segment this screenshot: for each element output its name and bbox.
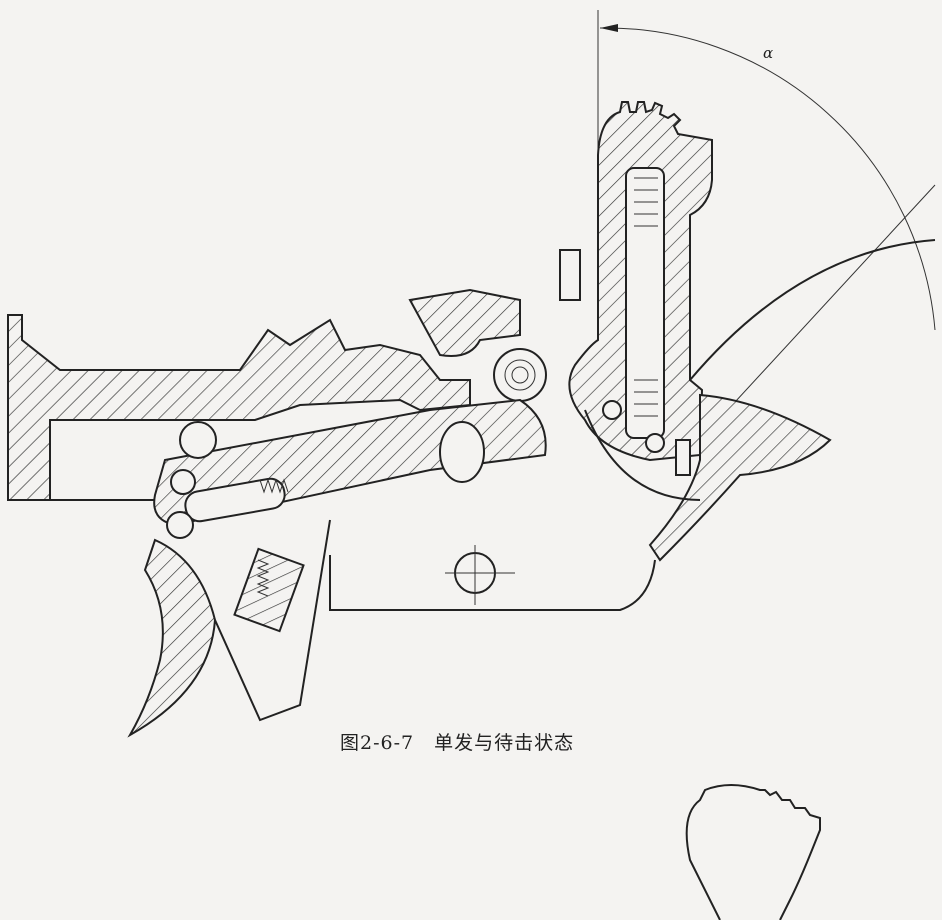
trigger xyxy=(127,519,331,738)
frame xyxy=(7,239,936,611)
angle-alpha-label: α xyxy=(763,44,774,62)
sear xyxy=(408,249,581,402)
figure-caption: 图2-6-7 单发与待击状态 xyxy=(340,732,575,754)
hammer xyxy=(568,101,713,476)
trigger-bar xyxy=(153,398,547,539)
hammer-outline-detail xyxy=(685,784,821,920)
pivot-pin xyxy=(445,545,515,605)
